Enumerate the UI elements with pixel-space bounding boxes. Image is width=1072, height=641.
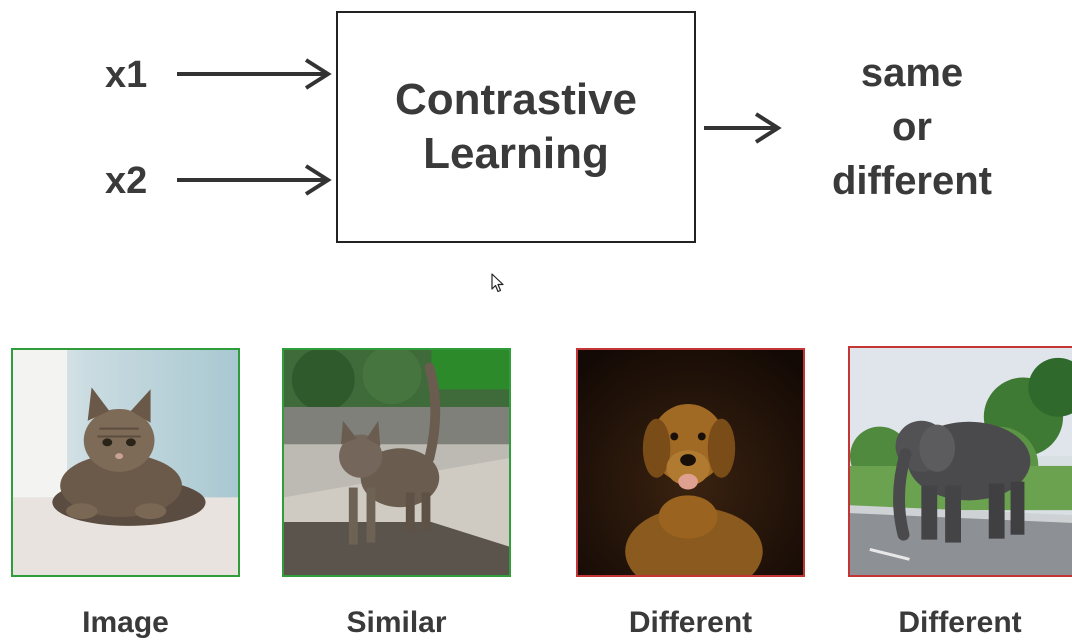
image-example-cat — [11, 348, 240, 577]
cat-photo-icon — [13, 350, 238, 575]
box-title-line1: Contrastive — [394, 75, 638, 124]
image-example-elephant — [848, 346, 1072, 577]
caption-different-dog: Different — [628, 606, 753, 639]
output-line1: same — [860, 51, 964, 95]
mouse-cursor-icon — [491, 273, 504, 293]
image-example-similar-cat — [282, 348, 511, 577]
arrowhead-x2 — [304, 164, 332, 196]
output-line3: different — [832, 159, 992, 203]
arrowhead-output — [754, 112, 782, 144]
image-example-dog — [576, 348, 805, 577]
output-line2: or — [892, 105, 932, 149]
contrastive-learning-box: Contrastive Learning — [336, 11, 696, 243]
dog-photo-icon — [578, 350, 803, 575]
cat-walking-photo-icon — [284, 350, 509, 575]
caption-similar: Similar — [346, 606, 447, 639]
arrowhead-x1 — [304, 58, 332, 90]
caption-image: Image — [82, 606, 169, 639]
box-title-line2: Learning — [423, 129, 609, 178]
elephant-photo-icon — [850, 348, 1072, 575]
input-label-x2: x2 — [105, 160, 148, 202]
caption-different-elephant: Different — [898, 606, 1022, 639]
input-label-x1: x1 — [105, 54, 148, 96]
output-label: same or different — [812, 46, 1012, 208]
arrows — [177, 58, 782, 196]
